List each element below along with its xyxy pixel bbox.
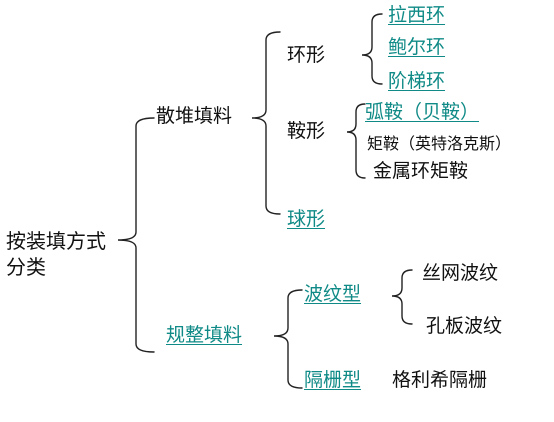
root-label: 按装填方式 分类 (6, 228, 106, 280)
perforated-plate-corrugated-label: 孔板波纹 (426, 315, 503, 337)
cascade-ring-link[interactable]: 阶梯环 (388, 70, 446, 92)
grid-link[interactable]: 隔栅型 (304, 369, 362, 391)
structured-packing-brace (273, 289, 303, 389)
ring-label: 环形 (287, 44, 326, 66)
ring-brace (361, 13, 383, 85)
saddle-label: 鞍形 (287, 120, 326, 142)
root-label-line2: 分类 (6, 255, 46, 279)
wire-gauze-corrugated-label: 丝网波纹 (422, 262, 499, 284)
berl-saddle-link[interactable]: 弧鞍（贝鞍） (365, 101, 480, 123)
saddle-brace (346, 103, 366, 179)
structured-packing-link[interactable]: 规整填料 (166, 324, 243, 346)
pall-ring-link[interactable]: 鲍尔环 (388, 36, 446, 58)
random-packing-label: 散堆填料 (156, 105, 233, 127)
glitsch-grid-label: 格利希隔栅 (392, 369, 488, 391)
root-label-line1: 按装填方式 (6, 229, 106, 253)
intalox-saddle-label: 矩鞍（英特洛克斯） (367, 134, 512, 153)
metal-intalox-label: 金属环矩鞍 (373, 160, 469, 182)
corrugated-brace (391, 269, 413, 325)
root-brace (117, 117, 155, 353)
corrugated-link[interactable]: 波纹型 (304, 283, 362, 305)
sphere-link[interactable]: 球形 (287, 208, 326, 230)
random-packing-brace (251, 31, 281, 215)
raschig-ring-link[interactable]: 拉西环 (388, 4, 446, 26)
